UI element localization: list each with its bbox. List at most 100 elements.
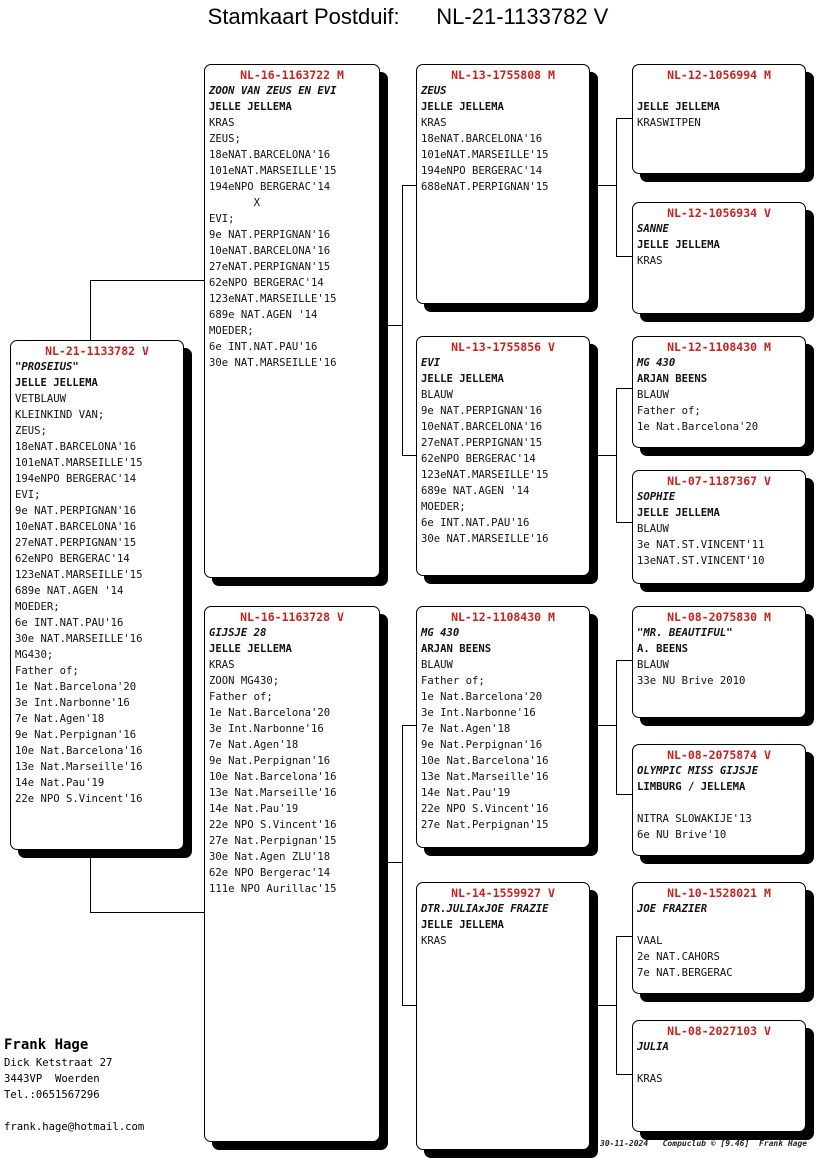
info-line: 194eNPO BERGERAC'14 [209,181,331,193]
connector [590,1005,616,1006]
ring-number: NL-08-2027103 V [667,1024,771,1038]
info-line: 6e INT.NAT.PAU'16 [15,617,124,629]
connector [402,455,416,456]
connector [616,256,632,257]
info-line: 22e NPO S.Vincent'16 [209,819,337,831]
info-line: 2e NAT.CAHORS [637,951,720,963]
footer-credit: 30-11-2024 Compuclub © [9.46] Frank Hage [600,1139,808,1148]
info-line: VAAL [637,935,663,947]
connector [90,280,204,281]
info-line: 111e NPO Aurillac'15 [209,883,337,895]
info-line: 13e Nat.Marseille'16 [421,771,549,783]
info-line: 62eNPO BERGERAC'14 [421,453,536,465]
breeder-name: Frank Hage [4,1037,89,1053]
info-line: BLAUW [421,659,453,671]
info-line: Father of; [421,675,485,687]
info-line: 7e Nat.Agen'18 [421,723,511,735]
ring-number: NL-16-1163722 M [240,68,344,82]
info-line: 7e Nat.Agen'18 [209,739,299,751]
info-line: 9e NAT.PERPIGNAN'16 [15,505,137,517]
owner-name: JELLE JELLEMA [209,643,292,655]
info-line: 9e NAT.PERPIGNAN'16 [421,405,543,417]
connector [590,455,616,456]
connector [616,522,632,523]
connector [90,280,91,340]
info-line: 10e Nat.Barcelona'16 [421,755,549,767]
info-line: MOEDER; [15,601,60,613]
page-title: Stamkaart Postduif: NL-21-1133782 V [207,4,609,29]
info-line: EVI; [209,213,235,225]
connector [590,725,616,726]
connector [402,185,403,455]
breeder-city: 3443VP Woerden [4,1073,100,1085]
info-line: 3e NAT.ST.VINCENT'11 [637,539,765,551]
info-line [637,795,801,811]
connector [90,912,204,913]
info-line: 123eNAT.MARSEILLE'15 [209,293,337,305]
owner-name: LIMBURG / JELLEMA [637,781,746,793]
info-line: Father of; [209,691,273,703]
breeder-street: Dick Ketstraat 27 [4,1057,113,1069]
ring-number: NL-08-2075830 M [667,610,771,624]
pigeon-name: ZOON VAN ZEUS EN EVI [209,85,337,97]
info-line: KLEINKIND VAN; [15,409,105,421]
info-line: 194eNPO BERGERAC'14 [421,165,543,177]
pigeon-name: SANNE [637,223,669,235]
info-line: 10e Nat.Barcelona'16 [15,745,143,757]
info-line: 62e NPO Bergerac'14 [209,867,331,879]
info-line: EVI; [15,489,41,501]
ring-number: NL-14-1559927 V [451,886,555,900]
ring-number: NL-12-1056934 V [667,206,771,220]
pigeon-name: EVI [421,357,441,369]
info-line: 689e NAT.AGEN '14 [209,309,318,321]
info-line: KRAS [637,255,663,267]
info-line: 101eNAT.MARSEILLE'15 [209,165,337,177]
info-line: 1e Nat.Barcelona'20 [209,707,331,719]
connector [616,936,632,937]
info-line: 7e Nat.Agen'18 [15,713,105,725]
info-line: 10eNAT.BARCELONA'16 [209,245,331,257]
info-line: 18eNAT.BARCELONA'16 [209,149,331,161]
info-line: 30e NAT.MARSEILLE'16 [209,357,337,369]
info-line: Father of; [15,665,79,677]
ring-number: NL-12-1108430 M [667,340,771,354]
ring-number: NL-12-1056994 M [667,68,771,82]
info-line: KRAS [421,117,447,129]
ring-number: NL-13-1755808 M [451,68,555,82]
info-line: 3e Int.Narbonne'16 [15,697,130,709]
owner-name: JELLE JELLEMA [421,373,504,385]
info-line: X [209,197,261,209]
info-line: KRAS [637,1073,663,1085]
info-line: 688eNAT.PERPIGNAN'15 [421,181,549,193]
owner-name: JELLE JELLEMA [637,101,720,113]
breeder-phone: Tel.:0651567296 [4,1089,100,1101]
info-line: BLAUW [637,389,669,401]
pigeon-name: DTR.JULIAxJOE FRAZIE [421,903,549,915]
info-line [637,1055,801,1071]
info-line: MOEDER; [421,501,466,513]
spacer [4,1103,144,1119]
info-line: 27e Nat.Perpignan'15 [421,819,549,831]
info-line: 14e Nat.Pau'19 [209,803,299,815]
pigeon-card-ffm: NL-12-1056934 V SANNE JELLE JELLEMA KRAS [632,202,806,314]
connector [616,660,617,794]
info-line: VETBLAUW [15,393,67,405]
breeder-email: frank.hage@hotmail.com [4,1121,145,1133]
connector [616,794,632,795]
info-line: KRAS [209,659,235,671]
info-line: 1e Nat.Barcelona'20 [15,681,137,693]
owner-name: JELLE JELLEMA [421,101,504,113]
info-line: 10e Nat.Barcelona'16 [209,771,337,783]
ring-number: NL-13-1755856 V [451,340,555,354]
pigeon-name: "MR. BEAUTIFUL" [637,627,733,639]
info-line: BLAUW [637,659,669,671]
owner-name: JELLE JELLEMA [637,239,720,251]
connector [380,325,402,326]
connector [616,118,632,119]
